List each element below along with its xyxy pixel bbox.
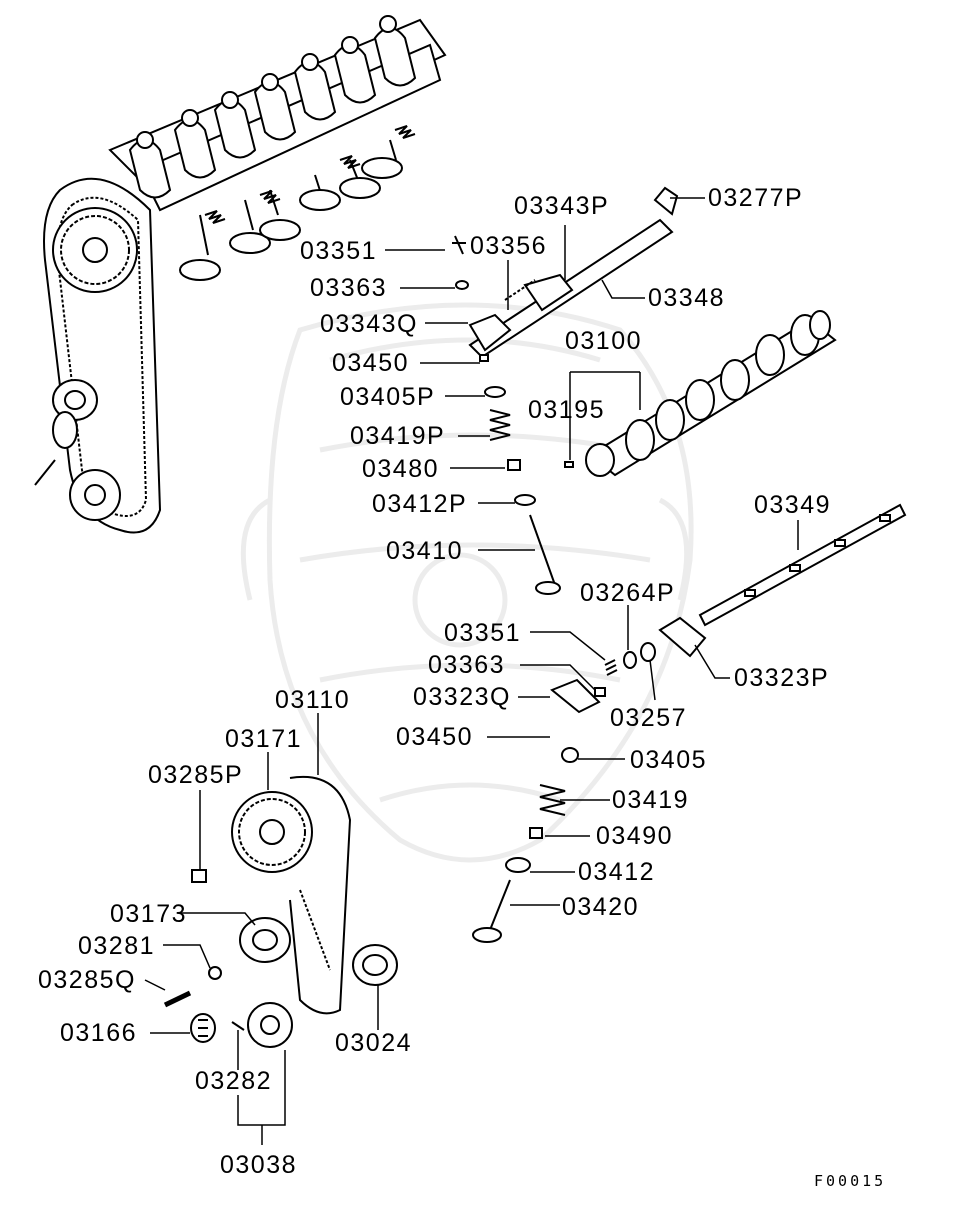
cylinder-head-assembly [108, 15, 447, 281]
part-label-03412: 03412 [578, 858, 656, 886]
part-label-03277P: 03277P [708, 184, 804, 212]
part-label-03480: 03480 [362, 455, 440, 483]
part-label-03351-lower: 03351 [444, 619, 522, 647]
part-label-03405: 03405 [630, 746, 708, 774]
exhaust-rocker-shaft [550, 503, 907, 714]
lower-timing-components [163, 775, 398, 1048]
part-label-03257: 03257 [610, 704, 688, 732]
part-label-03195: 03195 [528, 396, 606, 424]
part-label-03348: 03348 [648, 284, 726, 312]
watermark-emblem [240, 302, 694, 863]
part-label-03173: 03173 [110, 900, 188, 928]
part-label-03282: 03282 [195, 1067, 273, 1095]
part-label-03285Q: 03285Q [38, 966, 136, 994]
exhaust-valve-stack [472, 747, 579, 943]
part-label-03356: 03356 [470, 232, 548, 260]
camshaft [564, 310, 837, 477]
part-label-03412P: 03412P [372, 490, 468, 518]
part-label-03363-upper: 03363 [310, 274, 388, 302]
part-label-03410: 03410 [386, 537, 464, 565]
valve-springs [204, 125, 416, 224]
part-label-03285P: 03285P [148, 761, 244, 789]
part-label-03100: 03100 [565, 327, 643, 355]
part-label-03264P: 03264P [580, 579, 676, 607]
part-label-03323P: 03323P [734, 664, 830, 692]
intake-valve-stack [484, 386, 561, 595]
part-label-03110: 03110 [275, 686, 351, 714]
part-label-03450-lower: 03450 [396, 723, 474, 751]
leader-lines [144, 197, 799, 1145]
part-label-03281: 03281 [78, 932, 156, 960]
part-label-03343P: 03343P [514, 192, 610, 220]
part-label-03363-lower: 03363 [428, 651, 506, 679]
part-label-03038: 03038 [220, 1151, 298, 1179]
part-label-03343Q: 03343Q [320, 310, 418, 338]
part-label-03349: 03349 [754, 491, 832, 519]
part-label-03166: 03166 [60, 1019, 138, 1047]
upper-timing-belt [34, 177, 162, 534]
part-label-03405P: 03405P [340, 383, 436, 411]
part-label-03450-upper: 03450 [332, 349, 410, 377]
part-label-03024: 03024 [335, 1029, 413, 1057]
rocker-arm-row [128, 15, 417, 199]
part-label-03323Q: 03323Q [413, 683, 511, 711]
part-label-03420: 03420 [562, 893, 640, 921]
intake-rocker-shaft [452, 186, 679, 362]
part-label-03171: 03171 [225, 725, 303, 753]
part-label-03419P: 03419P [350, 422, 446, 450]
valve-row [179, 139, 403, 281]
part-label-03351-upper: 03351 [300, 237, 378, 265]
part-label-03419: 03419 [612, 786, 690, 814]
part-label-03490: 03490 [596, 822, 674, 850]
figure-code: F00015 [814, 1172, 887, 1190]
